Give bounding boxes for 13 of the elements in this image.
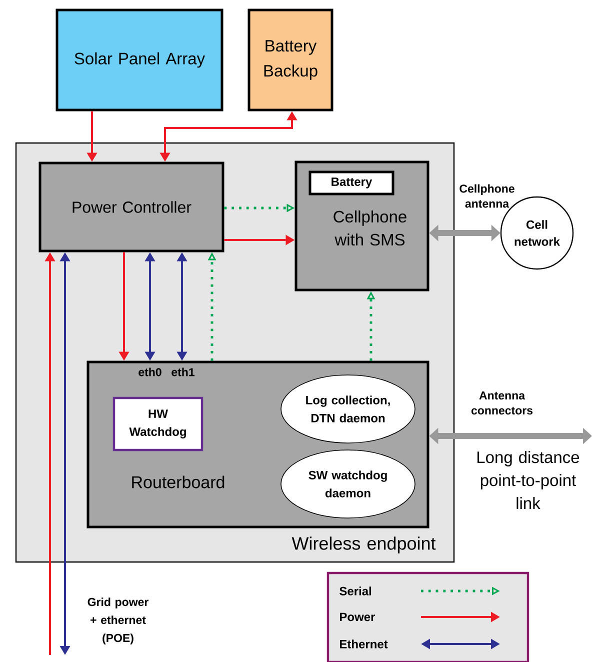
watchdog-box: HW Watchdog [112,396,204,452]
panel-box: Solar Panel Array [56,8,224,112]
supply-label: Grid power + ethernet (POE) [88,598,148,644]
link-label: Long distance point-to-point link [478,451,580,509]
edge-label: eth1 [172,368,194,376]
legend-text: Ethernet [340,640,388,648]
edge-label: Antenna connectors [471,392,533,414]
battery-box: Battery [308,170,394,196]
legend-text: Power [340,612,376,622]
legend-text: Serial [340,586,372,596]
battery-box: Battery Backup [248,8,334,112]
controller-box: Power Controller [38,162,224,252]
edge-label: eth0 [138,368,162,376]
